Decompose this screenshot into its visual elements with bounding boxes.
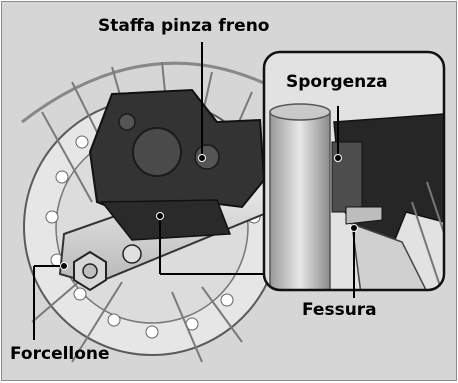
fork-tube xyxy=(270,112,330,302)
swingarm-label: Forcellone xyxy=(10,344,110,364)
protrusion xyxy=(332,142,362,212)
wheel-illustration xyxy=(22,42,282,362)
gap-label: Fessura xyxy=(302,300,377,320)
protrusion-label: Sporgenza xyxy=(286,72,388,92)
caliper-bracket-label: Staffa pinza freno xyxy=(98,16,269,36)
